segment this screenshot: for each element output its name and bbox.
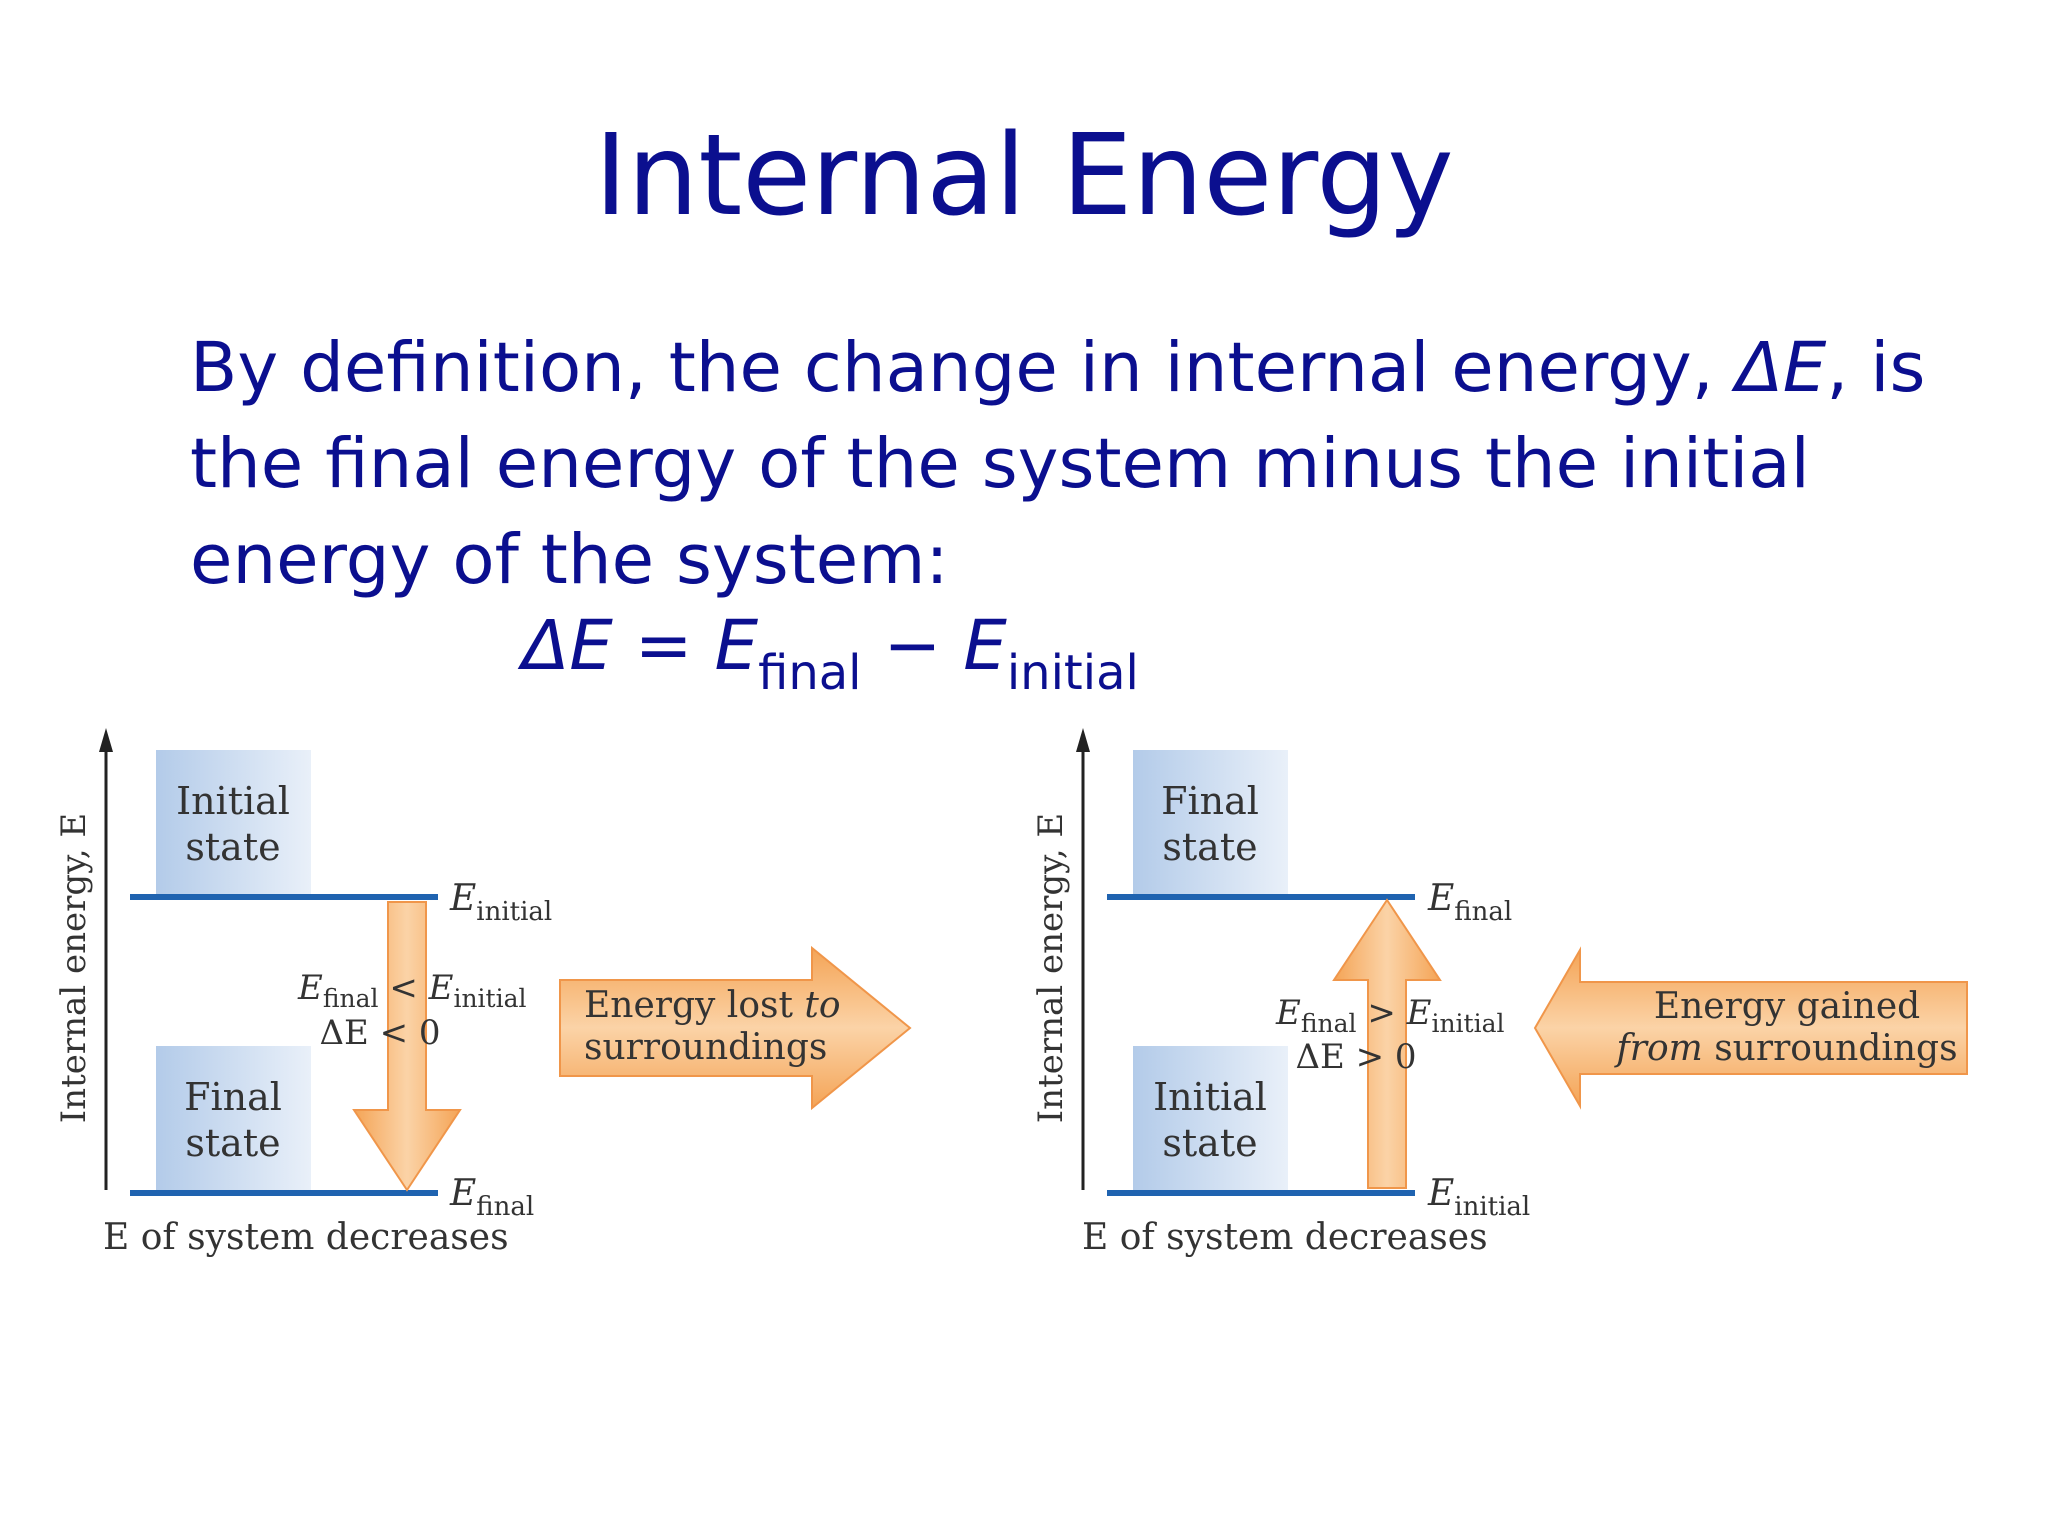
y-axis-label: Internal energy, E (1031, 813, 1071, 1124)
definition-before: By definition, the change in internal en… (190, 328, 1736, 408)
equation-equals: = (612, 606, 715, 686)
definition-after: , is the final energy of the system minu… (190, 328, 1926, 600)
initial-level-label: Einitial (1427, 1173, 1530, 1222)
initial-level-label: Einitial (449, 878, 552, 927)
energy-decrease-arrow (352, 901, 462, 1192)
initial-state-box (156, 750, 311, 896)
final-level-label: Efinal (1427, 878, 1512, 927)
equation-initial-subscript: initial (1006, 645, 1139, 701)
slide-title: Internal Energy (594, 111, 1454, 241)
equation-e-final: E (714, 606, 759, 686)
final-state-box (156, 1046, 311, 1192)
final-level-label: Efinal (449, 1173, 534, 1222)
y-axis-arrowhead (99, 728, 113, 752)
equation-lhs: ΔE (522, 606, 613, 686)
delta-e-relation: ΔE < 0 (319, 1013, 440, 1053)
energy-gained-arrow (1533, 946, 1968, 1110)
energy-relation: Efinal < Einitial (297, 968, 527, 1013)
energy-lost-arrow (559, 945, 912, 1111)
initial-state-box (1133, 1046, 1288, 1192)
definition-text: By definition, the change in internal en… (190, 320, 1950, 608)
equation-e-initial: E (963, 606, 1007, 686)
delta-e-symbol: ΔE (1735, 328, 1827, 408)
diagram-caption: E of system decreases (103, 1217, 509, 1258)
energy-equation: ΔE = Efinal − Einitial (522, 612, 1139, 698)
energy-increase-arrow (1332, 898, 1442, 1189)
final-state-box (1133, 750, 1288, 896)
y-axis-label: Internal energy, E (54, 813, 94, 1124)
equation-final-subscript: final (758, 645, 862, 701)
delta-e-relation: ΔE > 0 (1295, 1037, 1416, 1077)
y-axis-arrowhead (1076, 728, 1090, 752)
diagram-caption: E of system decreases (1082, 1217, 1488, 1258)
energy-relation: Efinal > Einitial (1275, 993, 1505, 1038)
equation-minus: − (861, 606, 964, 686)
